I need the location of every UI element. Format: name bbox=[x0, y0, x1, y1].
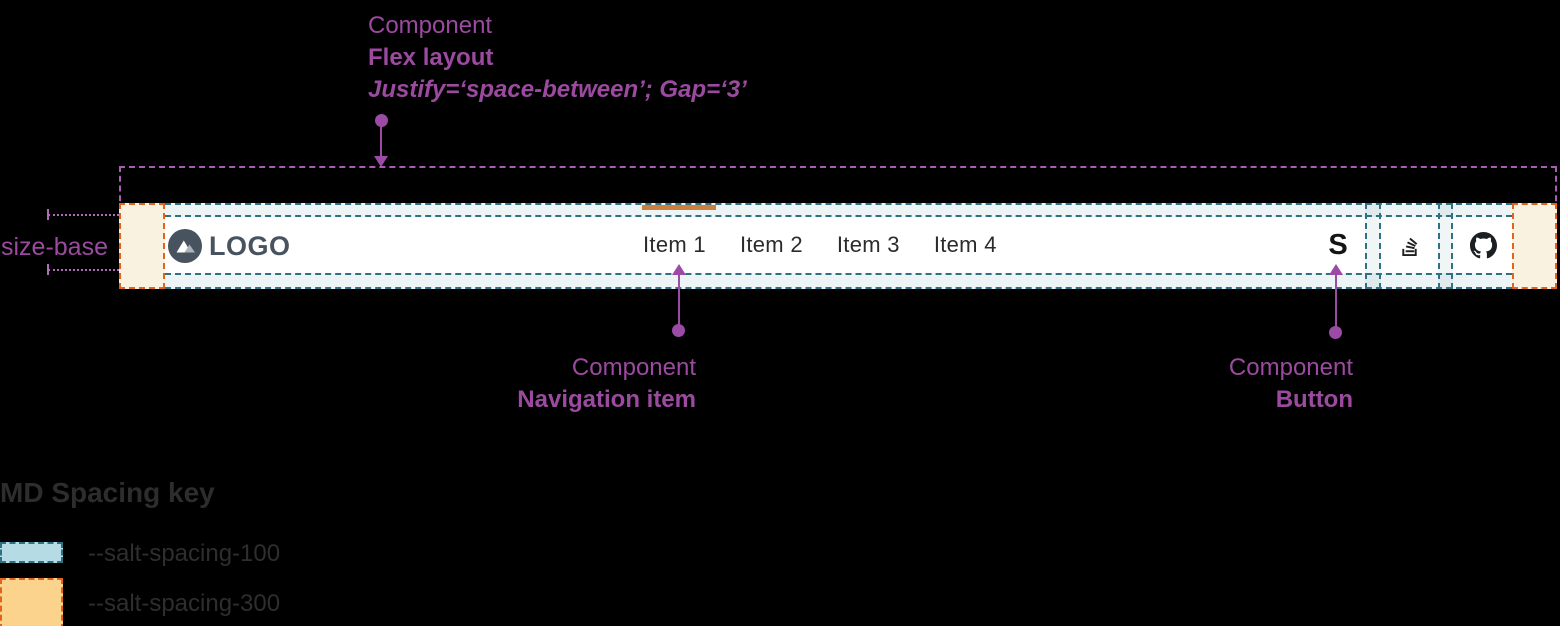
legend-label-spacing-300: --salt-spacing-300 bbox=[88, 590, 281, 617]
navigation-item-annotation: Component Navigation item bbox=[446, 352, 696, 416]
flex-layout-annotation: Component Flex layout Justify=‘space-bet… bbox=[368, 10, 747, 106]
size-base-measure-bottom bbox=[48, 269, 119, 271]
active-item-indicator bbox=[642, 205, 716, 210]
size-base-tick-bottom bbox=[47, 264, 49, 275]
button-annotation: Component Button bbox=[1103, 352, 1353, 416]
legend-swatch-spacing-300 bbox=[0, 578, 63, 626]
github-button[interactable] bbox=[1454, 217, 1512, 273]
spacing-300-right-region bbox=[1512, 203, 1557, 289]
nav-item-2[interactable]: Item 2 bbox=[739, 232, 803, 257]
flex-connector-line bbox=[380, 126, 382, 158]
button-connector-line bbox=[1335, 274, 1337, 328]
mountain-logo-icon bbox=[168, 229, 202, 263]
spacing-100-bottom-region bbox=[165, 273, 1512, 289]
legend-swatch-spacing-100 bbox=[0, 542, 63, 563]
button-annotation-kind: Component bbox=[1228, 354, 1353, 381]
flex-arrow-down-icon bbox=[374, 156, 388, 167]
button-annotation-name: Button bbox=[1275, 386, 1353, 413]
logo[interactable]: LOGO bbox=[168, 203, 291, 289]
navitem-connector-dot-icon bbox=[672, 324, 685, 337]
logo-text: LOGO bbox=[209, 230, 291, 261]
spacing-100-top-region bbox=[165, 203, 1512, 217]
nav-item-1[interactable]: Item 1 bbox=[643, 232, 706, 257]
salt-button[interactable]: S bbox=[1311, 217, 1365, 273]
navitem-arrow-up-icon bbox=[672, 264, 686, 275]
legend-label-spacing-100: --salt-spacing-100 bbox=[88, 540, 281, 567]
navitem-connector-line bbox=[678, 274, 680, 326]
spacing-300-left-region bbox=[119, 203, 165, 289]
nav-item-3[interactable]: Item 3 bbox=[836, 232, 900, 257]
flex-annotation-name: Flex layout bbox=[368, 44, 494, 71]
stackoverflow-button[interactable] bbox=[1381, 217, 1438, 273]
legend-title: MD Spacing key bbox=[0, 477, 215, 508]
navitem-annotation-name: Navigation item bbox=[517, 386, 696, 413]
button-arrow-up-icon bbox=[1329, 264, 1343, 275]
spacing-100-gap-1 bbox=[1365, 203, 1381, 289]
stackoverflow-icon bbox=[1402, 237, 1418, 256]
button-connector-dot-icon bbox=[1329, 326, 1342, 339]
navitem-annotation-kind: Component bbox=[571, 354, 696, 381]
navigation-bar: LOGO Item 1 Item 2 Item 3 Item 4 S bbox=[119, 203, 1557, 289]
size-base-label: size-base bbox=[1, 233, 108, 261]
navigation-items: Item 1 Item 2 Item 3 Item 4 bbox=[643, 217, 997, 273]
size-base-measure-top bbox=[48, 214, 119, 216]
github-icon bbox=[1469, 231, 1497, 258]
size-base-tick-top bbox=[47, 209, 49, 220]
flex-connector-dot-icon bbox=[375, 114, 388, 127]
flex-annotation-props: Justify=‘space-between’; Gap=‘3’ bbox=[368, 76, 747, 103]
spacing-100-gap-2 bbox=[1438, 203, 1453, 289]
flex-annotation-kind: Component bbox=[368, 12, 493, 39]
nav-item-4[interactable]: Item 4 bbox=[933, 232, 997, 257]
salt-logo-icon: S bbox=[1328, 228, 1348, 261]
